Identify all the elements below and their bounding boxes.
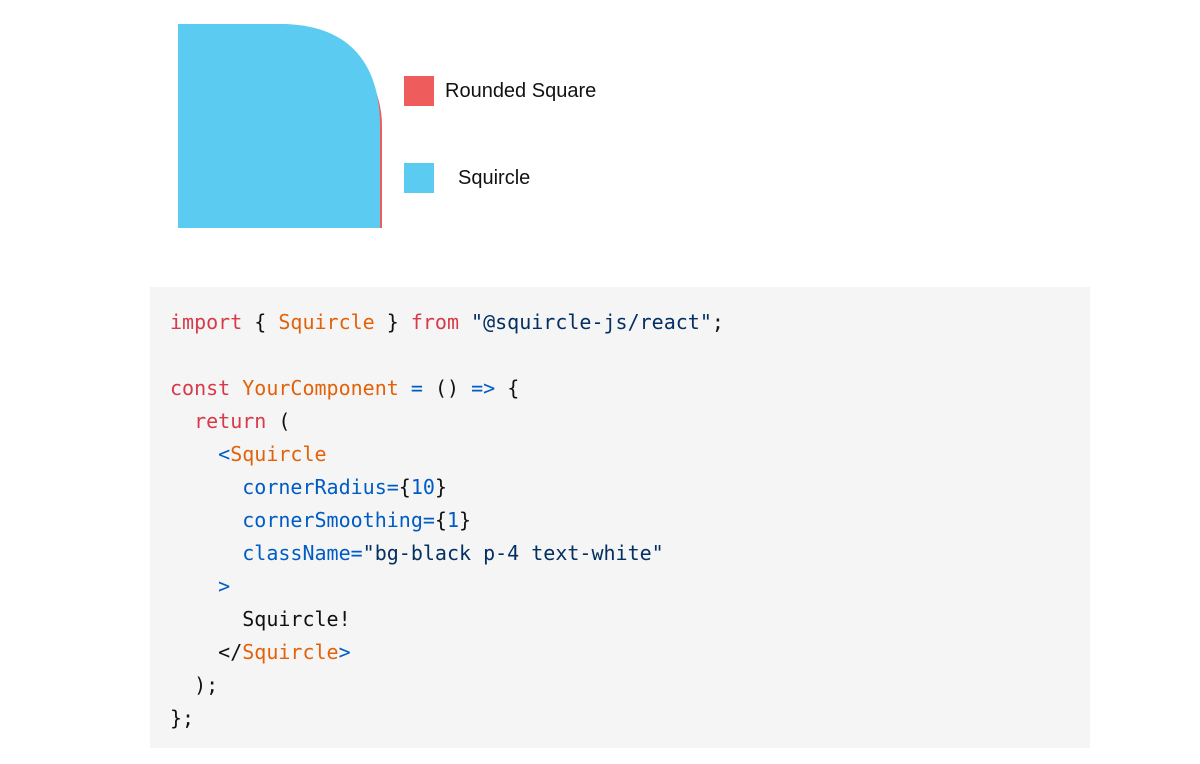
code-token: ); (170, 673, 219, 697)
code-token: </ (218, 640, 243, 664)
code-token: cornerSmoothing (242, 508, 423, 532)
code-token: => (471, 376, 496, 400)
legend-item-squircle: Squircle (404, 163, 530, 193)
code-token: > (338, 640, 351, 664)
code-token: Squircle (278, 310, 375, 334)
code-token: > (218, 574, 231, 598)
code-token (170, 640, 218, 664)
code-token: } (459, 508, 472, 532)
code-token: from (410, 310, 459, 334)
code-token: } (434, 475, 447, 499)
code-token: import (170, 310, 243, 334)
code-line: import { Squircle } from "@squircle-js/r… (170, 306, 1090, 339)
code-line: ); (170, 669, 1090, 702)
code-line: <Squircle (170, 438, 1090, 471)
code-token: () (422, 376, 472, 400)
code-line: </Squircle> (170, 636, 1090, 669)
code-token: { (398, 475, 411, 499)
code-token: return (194, 409, 267, 433)
legend-label-rounded-square: Rounded Square (445, 80, 597, 102)
code-token: cornerRadius (242, 475, 387, 499)
code-token: }; (170, 706, 195, 730)
code-token: const (170, 376, 231, 400)
code-token (170, 607, 242, 631)
code-token (170, 442, 218, 466)
code-token: "@squircle-js/react" (471, 310, 712, 334)
code-token: 1 (446, 508, 460, 532)
shape-comparison-figure (178, 24, 382, 228)
legend-item-rounded-square: Rounded Square (404, 76, 596, 106)
legend: Rounded Square Squircle (404, 76, 664, 196)
code-token: Squircle (230, 442, 327, 466)
rounded-square-swatch (404, 76, 434, 106)
code-token: = (410, 376, 423, 400)
code-token: ( (266, 409, 291, 433)
code-token: ; (711, 310, 724, 334)
code-token (170, 541, 242, 565)
code-line: }; (170, 702, 1090, 735)
code-token: { (495, 376, 520, 400)
code-token: Squircle (242, 640, 339, 664)
code-block: import { Squircle } from "@squircle-js/r… (150, 287, 1090, 748)
code-line: const YourComponent = () => { (170, 372, 1090, 405)
code-token: = (386, 475, 399, 499)
code-token: className (242, 541, 351, 565)
legend-label-squircle: Squircle (458, 167, 531, 189)
code-token (170, 508, 242, 532)
code-token (170, 409, 194, 433)
code-line: Squircle! (170, 603, 1090, 636)
code-token: = (422, 508, 435, 532)
code-token: { (242, 310, 279, 334)
code-token: { (434, 508, 447, 532)
squircle-swatch (404, 163, 434, 193)
code-line: return ( (170, 405, 1090, 438)
code-token (230, 376, 242, 400)
code-line: cornerRadius={10} (170, 471, 1090, 504)
code-token: 10 (410, 475, 435, 499)
code-line: cornerSmoothing={1} (170, 504, 1090, 537)
code-line (170, 339, 1090, 372)
squircle-shape (178, 24, 380, 228)
code-token: Squircle! (242, 607, 351, 631)
code-token: } (374, 310, 411, 334)
code-token: = (350, 541, 363, 565)
code-token (170, 475, 242, 499)
code-token (459, 310, 471, 334)
code-token (170, 574, 218, 598)
code-line: className="bg-black p-4 text-white" (170, 537, 1090, 570)
code-line: > (170, 570, 1090, 603)
code-token: "bg-black p-4 text-white" (362, 541, 664, 565)
code-token: YourComponent (242, 376, 399, 400)
code-token (399, 376, 411, 400)
code-token: < (218, 442, 231, 466)
